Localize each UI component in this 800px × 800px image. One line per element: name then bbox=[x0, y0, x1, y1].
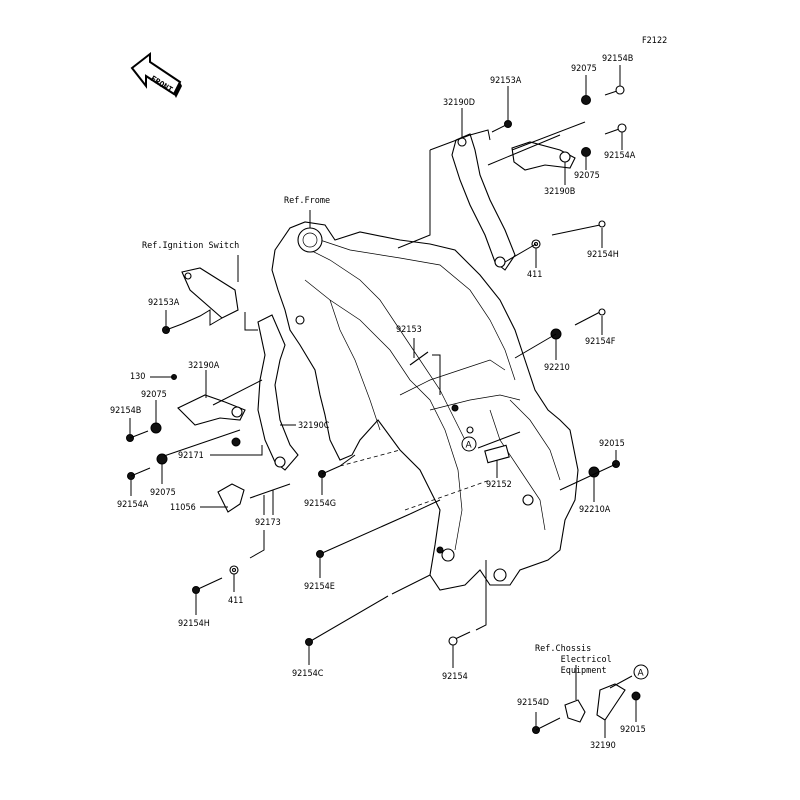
leader-lines bbox=[129, 65, 637, 738]
ref-frame[interactable]: Ref.Frome bbox=[284, 196, 331, 206]
plate-11056 bbox=[217, 483, 245, 513]
part-label-32190B[interactable]: 32190B bbox=[544, 187, 576, 197]
part-label-92154F[interactable]: 92154F bbox=[585, 337, 616, 347]
part-label-92154B-left[interactable]: 92154B bbox=[110, 406, 142, 416]
bracket-32190A bbox=[177, 394, 246, 426]
part-label-92015-right[interactable]: 92015 bbox=[599, 439, 625, 449]
part-label-92075-left-1[interactable]: 92075 bbox=[141, 390, 167, 400]
callout-a-chassis: A bbox=[633, 664, 649, 680]
part-label-32190[interactable]: 32190 bbox=[590, 741, 616, 751]
callout-a-label: A bbox=[466, 441, 473, 451]
part-label-92154A-left[interactable]: 92154A bbox=[117, 500, 149, 510]
part-label-92210A[interactable]: 92210A bbox=[579, 505, 611, 515]
part-label-92153[interactable]: 92153 bbox=[396, 325, 422, 335]
callout-a-frame: A bbox=[461, 436, 477, 452]
part-label-92153A-left[interactable]: 92153A bbox=[148, 298, 180, 308]
part-label-92154H-right[interactable]: 92154H bbox=[587, 250, 619, 260]
part-label-92210[interactable]: 92210 bbox=[544, 363, 570, 373]
part-label-92154H-left[interactable]: 92154H bbox=[178, 619, 210, 629]
bracket-32190D bbox=[451, 133, 516, 271]
part-label-92154G[interactable]: 92154G bbox=[304, 499, 337, 509]
callout-a-label-2: A bbox=[638, 669, 645, 679]
figure-id: F2122 bbox=[642, 36, 668, 46]
part-label-92015-bottom[interactable]: 92015 bbox=[620, 725, 646, 735]
bracket-32190C bbox=[257, 314, 299, 471]
part-label-92075-right[interactable]: 92075 bbox=[574, 171, 600, 181]
part-label-32190A[interactable]: 32190A bbox=[188, 361, 220, 371]
part-label-92154[interactable]: 92154 bbox=[442, 672, 468, 682]
part-label-32190D[interactable]: 32190D bbox=[443, 98, 475, 108]
ref-chassis-electrical[interactable]: Ref.Chossis Electricol Equipment bbox=[535, 644, 612, 676]
part-label-92154B-top[interactable]: 92154B bbox=[602, 54, 634, 64]
part-label-130[interactable]: 130 bbox=[130, 372, 146, 382]
part-label-92075-left-2[interactable]: 92075 bbox=[150, 488, 176, 498]
main-frame bbox=[271, 221, 579, 591]
ref-ignition-switch[interactable]: Ref.Ignition Switch bbox=[142, 241, 240, 251]
fasteners bbox=[126, 85, 641, 734]
part-label-92154A-right[interactable]: 92154A bbox=[604, 151, 636, 161]
part-label-411-right[interactable]: 411 bbox=[527, 270, 543, 280]
bracket-ignition bbox=[181, 267, 239, 319]
part-label-92173[interactable]: 92173 bbox=[255, 518, 281, 528]
bracket-32190 bbox=[564, 683, 626, 723]
part-label-92075-top[interactable]: 92075 bbox=[571, 64, 597, 74]
front-arrow-icon: FRONT bbox=[130, 51, 182, 98]
part-label-411-left[interactable]: 411 bbox=[228, 596, 244, 606]
bracket-32190B bbox=[511, 141, 576, 171]
part-label-92154E[interactable]: 92154E bbox=[304, 582, 335, 592]
part-label-92154D[interactable]: 92154D bbox=[517, 698, 549, 708]
part-label-92152[interactable]: 92152 bbox=[486, 480, 512, 490]
part-label-92153A-top[interactable]: 92153A bbox=[490, 76, 522, 86]
part-label-92171[interactable]: 92171 bbox=[178, 451, 204, 461]
part-label-92154C[interactable]: 92154C bbox=[292, 669, 324, 679]
part-label-11056[interactable]: 11056 bbox=[170, 503, 196, 513]
part-label-32190C[interactable]: 32190C bbox=[298, 421, 330, 431]
